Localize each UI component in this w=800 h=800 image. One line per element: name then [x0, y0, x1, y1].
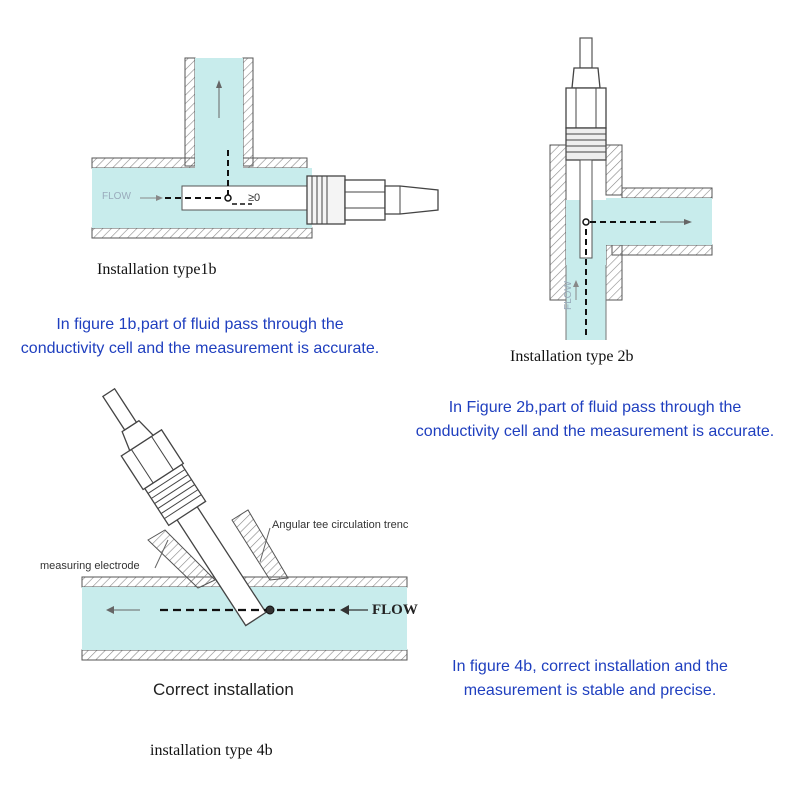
fig1-angle-label: ≥0: [248, 192, 261, 204]
fig2-electrode: [579, 159, 593, 259]
fig1-fitting-body: [344, 179, 386, 221]
fig4-angular-tee-label: Angular tee circulation trenc: [272, 519, 409, 531]
fig2-caption: Installation type 2b: [510, 348, 634, 365]
fig4-description: In figure 4b, correct installation and t…: [452, 658, 728, 699]
fig2-right-upper-wall: [605, 144, 623, 196]
fig2-fitting-nut: [565, 87, 607, 129]
fig4-electrode-label: measuring electrode: [40, 560, 140, 572]
fig4-flow-label: FLOW: [372, 602, 418, 618]
fig4-correct-installation: Correct installation: [153, 680, 294, 699]
fig4-probe-cable: [101, 387, 138, 431]
fig1-caption: Installation type1b: [97, 261, 217, 278]
fig4-caption: installation type 4b: [150, 742, 273, 759]
fig1-description: In figure 1b,part of fluid pass through …: [20, 316, 380, 357]
fig2-description: In Figure 2b,part of fluid pass through …: [415, 399, 775, 440]
fig1-flow-label: FLOW: [102, 191, 131, 202]
fig1-fitting-nut: [306, 175, 346, 225]
fig4-pipe-bottom-wall: [81, 649, 408, 661]
